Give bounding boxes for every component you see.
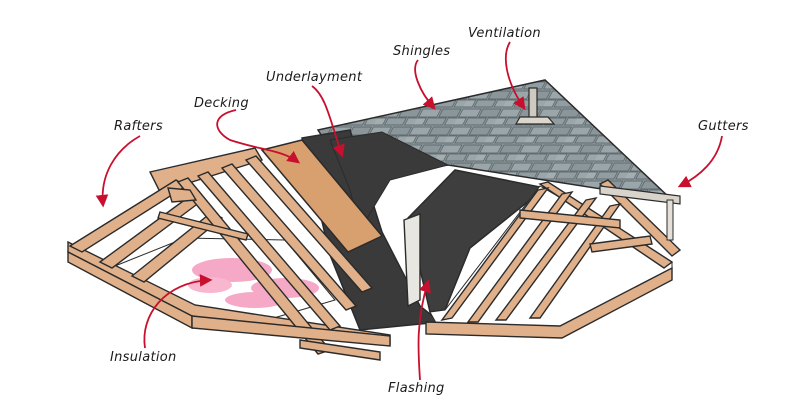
flashing-strip (403, 212, 421, 308)
shingles-pointer (414, 59, 436, 110)
ventilation-pointer (504, 41, 526, 111)
underlayment-label: Underlayment (266, 70, 363, 85)
pointer-arrows (95, 41, 723, 381)
underlayment-pointer (311, 85, 345, 158)
decking-pointer (216, 109, 301, 164)
right-gable-framing (425, 179, 682, 339)
gutter (599, 185, 681, 241)
insulation-label: Insulation (110, 350, 177, 365)
insulation-pointer (143, 274, 213, 349)
decking-label: Decking (194, 96, 249, 111)
gutters-label: Gutters (698, 119, 749, 134)
rafters-pointer (95, 135, 141, 208)
decking-board (260, 139, 384, 253)
flashing-pointer (417, 279, 431, 381)
ventilation-pipe (514, 87, 556, 125)
rafters-label: Rafters (114, 119, 163, 134)
left-gable-rafters (67, 147, 391, 361)
shingles-label: Shingles (393, 44, 451, 59)
gutters-pointer (677, 135, 723, 188)
flashing-label: Flashing (388, 381, 445, 396)
ventilation-label: Ventilation (468, 26, 541, 41)
